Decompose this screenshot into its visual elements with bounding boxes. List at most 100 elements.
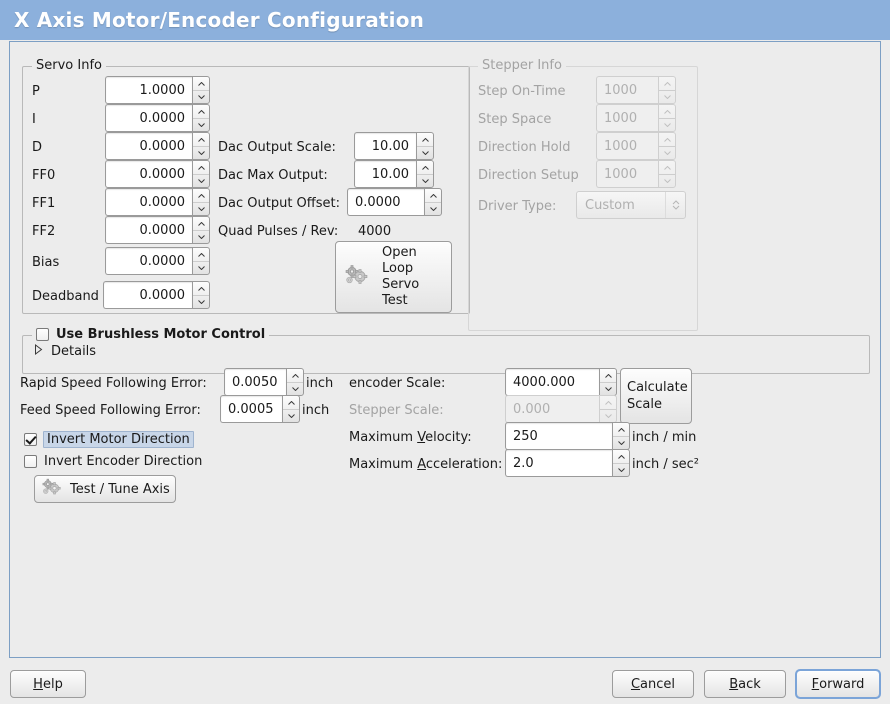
spin-dac-output-offset-steppers[interactable]: [424, 188, 442, 216]
spin-up-icon[interactable]: [417, 133, 433, 146]
spin-encoder-scale[interactable]: 4000.000: [505, 368, 617, 396]
spin-ff0[interactable]: 0.0000: [105, 160, 210, 188]
spin-ff0-steppers[interactable]: [192, 160, 210, 188]
spin-up-icon[interactable]: [613, 450, 629, 463]
spin-feed-following-error-value[interactable]: 0.0005: [220, 395, 282, 423]
spin-ff2-steppers[interactable]: [192, 216, 210, 244]
spin-ff2[interactable]: 0.0000: [105, 216, 210, 244]
spin-down-icon[interactable]: [193, 90, 209, 103]
spin-down-icon[interactable]: [600, 382, 616, 395]
spin-d[interactable]: 0.0000: [105, 132, 210, 160]
spin-down-icon[interactable]: [193, 118, 209, 131]
spin-down-icon[interactable]: [193, 174, 209, 187]
spin-down-icon[interactable]: [193, 230, 209, 243]
spin-i-steppers[interactable]: [192, 104, 210, 132]
invert-encoder-direction-checkbox[interactable]: Invert Encoder Direction: [24, 454, 202, 469]
spin-maximum-acceleration-steppers[interactable]: [612, 449, 630, 477]
spin-up-icon[interactable]: [613, 423, 629, 436]
spin-d-value[interactable]: 0.0000: [105, 132, 192, 160]
spin-down-icon[interactable]: [193, 202, 209, 215]
spin-ff1-steppers[interactable]: [192, 188, 210, 216]
spin-ff1-value[interactable]: 0.0000: [105, 188, 192, 216]
spin-down-icon[interactable]: [193, 146, 209, 159]
spin-up-icon[interactable]: [283, 396, 299, 409]
spin-ff1[interactable]: 0.0000: [105, 188, 210, 216]
spin-ff2-value[interactable]: 0.0000: [105, 216, 192, 244]
spin-down-icon[interactable]: [417, 174, 433, 187]
spin-down-icon[interactable]: [193, 261, 209, 274]
spin-dac-max-output-steppers[interactable]: [416, 160, 434, 188]
label-ff2: FF2: [32, 224, 56, 239]
spin-down-icon[interactable]: [613, 463, 629, 476]
spin-up-icon[interactable]: [600, 369, 616, 382]
spin-rapid-following-error[interactable]: 0.0050: [224, 368, 304, 396]
spin-deadband-value[interactable]: 0.0000: [103, 281, 192, 309]
spin-step-on-time-value: 1000: [596, 76, 658, 104]
spin-down-icon[interactable]: [287, 382, 303, 395]
spin-up-icon[interactable]: [425, 189, 441, 202]
checkbox-box[interactable]: [36, 328, 49, 341]
spin-d-steppers[interactable]: [192, 132, 210, 160]
spin-feed-following-error[interactable]: 0.0005: [220, 395, 300, 423]
spin-up-icon[interactable]: [193, 77, 209, 90]
spin-rapid-steppers[interactable]: [286, 368, 304, 396]
calculate-scale-button[interactable]: Calculate Scale: [620, 368, 692, 424]
spin-p-steppers[interactable]: [192, 76, 210, 104]
spin-ff0-value[interactable]: 0.0000: [105, 160, 192, 188]
spin-maximum-velocity-value[interactable]: 250: [505, 422, 612, 450]
spin-up-icon[interactable]: [193, 133, 209, 146]
spin-up-icon[interactable]: [193, 161, 209, 174]
spin-maximum-velocity-steppers[interactable]: [612, 422, 630, 450]
spin-bias-steppers[interactable]: [192, 247, 210, 275]
spin-bias-value[interactable]: 0.0000: [105, 247, 192, 275]
spin-maximum-velocity[interactable]: 250: [505, 422, 630, 450]
spin-dac-output-scale[interactable]: 10.00: [354, 132, 434, 160]
spin-dac-output-offset-value[interactable]: 0.0000: [347, 188, 424, 216]
spin-down-icon[interactable]: [425, 202, 441, 215]
spin-dac-output-scale-value[interactable]: 10.00: [354, 132, 416, 160]
checkbox-box[interactable]: [24, 455, 37, 468]
spin-dac-output-offset[interactable]: 0.0000: [347, 188, 442, 216]
checkbox-box[interactable]: [24, 433, 37, 446]
spin-up-icon[interactable]: [193, 189, 209, 202]
spin-deadband[interactable]: 0.0000: [103, 281, 210, 309]
spin-deadband-steppers[interactable]: [192, 281, 210, 309]
spin-up-icon[interactable]: [193, 105, 209, 118]
spin-rapid-following-error-value[interactable]: 0.0050: [224, 368, 286, 396]
spin-p[interactable]: 1.0000: [105, 76, 210, 104]
invert-motor-direction-checkbox[interactable]: Invert Motor Direction: [24, 431, 194, 448]
spin-p-value[interactable]: 1.0000: [105, 76, 192, 104]
triangle-right-icon[interactable]: [34, 344, 43, 359]
spin-i[interactable]: 0.0000: [105, 104, 210, 132]
spin-bias[interactable]: 0.0000: [105, 247, 210, 275]
details-expander[interactable]: Details: [34, 344, 96, 359]
spin-up-icon: [659, 161, 675, 174]
open-loop-servo-test-button[interactable]: Open Loop Servo Test: [335, 241, 452, 313]
spin-direction-setup-steppers: [658, 160, 676, 188]
use-brushless-checkbox[interactable]: Use Brushless Motor Control: [36, 328, 265, 341]
spin-up-icon[interactable]: [193, 217, 209, 230]
spin-up-icon[interactable]: [193, 248, 209, 261]
spin-dac-max-output[interactable]: 10.00: [354, 160, 434, 188]
spin-down-icon[interactable]: [613, 436, 629, 449]
spin-maximum-acceleration[interactable]: 2.0: [505, 449, 630, 477]
test-tune-axis-button[interactable]: Test / Tune Axis: [34, 475, 176, 503]
spin-down-icon[interactable]: [417, 146, 433, 159]
spin-down-icon[interactable]: [283, 409, 299, 422]
spin-up-icon[interactable]: [417, 161, 433, 174]
spin-up-icon[interactable]: [193, 282, 209, 295]
spin-encoder-scale-steppers[interactable]: [599, 368, 617, 396]
spin-up-icon[interactable]: [287, 369, 303, 382]
spin-i-value[interactable]: 0.0000: [105, 104, 192, 132]
spin-feed-steppers[interactable]: [282, 395, 300, 423]
spin-maximum-acceleration-value[interactable]: 2.0: [505, 449, 612, 477]
spin-dac-max-output-value[interactable]: 10.00: [354, 160, 416, 188]
spin-encoder-scale-value[interactable]: 4000.000: [505, 368, 599, 396]
spin-dac-output-scale-steppers[interactable]: [416, 132, 434, 160]
spin-down-icon[interactable]: [193, 295, 209, 308]
